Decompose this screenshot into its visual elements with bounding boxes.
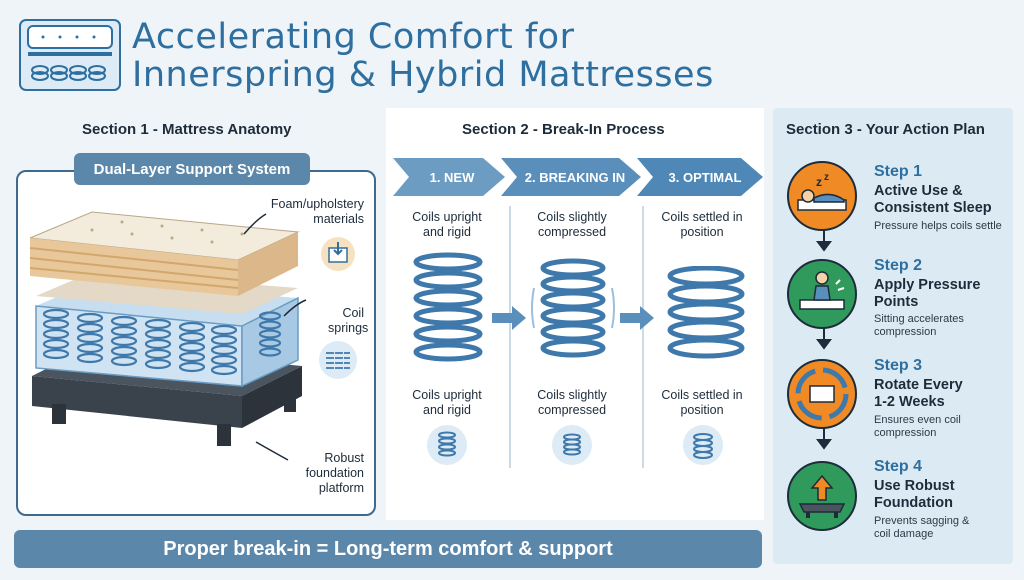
svg-text:z: z [816, 175, 822, 189]
step1-desc: Pressure helps coils settle [874, 220, 1002, 232]
coil-springs-icon [318, 340, 358, 385]
stage-dividers [508, 206, 648, 473]
rotate-mattress-icon [786, 358, 858, 435]
step2-desc: Sitting accelerates compression [874, 313, 964, 338]
sitting-person-icon [786, 258, 858, 335]
new-coil-small-icon [426, 424, 468, 471]
svg-text:z: z [824, 172, 829, 183]
stage3-top-caption: Coils settled in position [661, 210, 743, 239]
footer-banner: Proper break-in = Long-term comfort & su… [14, 530, 762, 568]
section2-title: Section 2 - Break-In Process [462, 121, 665, 138]
new-coil-icon [408, 252, 488, 369]
step3-desc: Ensures even coil compression [874, 414, 961, 439]
foundation-label: Robust foundation platform [305, 451, 364, 495]
step3-number: Step 3 [874, 357, 923, 374]
step1-number: Step 1 [874, 163, 923, 180]
step4-title: Use Robust Foundation [874, 478, 955, 511]
stage1-top-caption: Coils upright and rigid [412, 210, 482, 239]
progress-arrow-icon [492, 306, 526, 335]
foam-label: Foam/upholstery materials [270, 197, 364, 226]
coil-label: Coil springs [328, 306, 369, 335]
optimal-coil-icon [664, 265, 748, 367]
mattress-logo-icon [18, 18, 122, 97]
title-line-1: Accelerating Comfort for [132, 17, 575, 57]
section1-title: Section 1 - Mattress Anatomy [82, 121, 292, 138]
step4-number: Step 4 [874, 458, 923, 475]
stage-label-breaking-in: 2. BREAKING IN [524, 169, 626, 185]
mattress-anatomy-illustration [22, 196, 322, 501]
optimal-coil-small-icon [682, 424, 724, 471]
step-connectors [812, 230, 836, 465]
step2-number: Step 2 [874, 257, 923, 274]
step1-title: Active Use & Consistent Sleep [874, 183, 992, 216]
step3-title: Rotate Every 1-2 Weeks [874, 377, 963, 410]
section3-title: Section 3 - Your Action Plan [786, 121, 985, 138]
stage-arrows [393, 152, 765, 207]
stage2-bottom-caption: Coils slightly compressed [537, 388, 607, 417]
breaking-in-coil-icon [530, 258, 616, 367]
step2-title: Apply Pressure Points [874, 277, 981, 310]
step4-desc: Prevents sagging & coil damage [874, 515, 970, 540]
stage-label-optimal: 3. OPTIMAL [668, 169, 742, 185]
stage2-top-caption: Coils slightly compressed [537, 210, 607, 239]
breaking-in-coil-small-icon [551, 424, 593, 471]
foam-layer-icon [318, 236, 358, 277]
stage1-bottom-caption: Coils upright and rigid [412, 388, 482, 417]
callout-arrows [236, 200, 316, 485]
foundation-icon [786, 460, 858, 537]
stage-label-new: 1. NEW [429, 169, 475, 185]
page-title: Accelerating Comfort for Innerspring & H… [132, 18, 714, 94]
progress-arrow-icon [620, 306, 654, 335]
stage3-bottom-caption: Coils settled in position [661, 388, 743, 417]
title-line-2: Innerspring & Hybrid Mattresses [132, 55, 714, 95]
support-system-badge: Dual-Layer Support System [74, 153, 310, 185]
